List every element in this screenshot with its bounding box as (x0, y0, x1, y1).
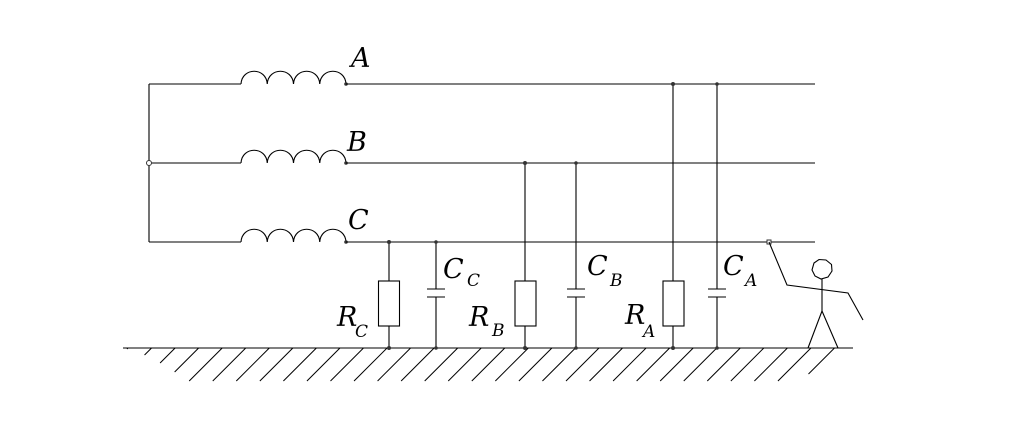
ground-hatch-line (659, 347, 694, 382)
person-arms (768, 241, 864, 321)
ground-hatch-line (306, 347, 341, 382)
ground-hatch-line (518, 347, 553, 382)
winding-b (240, 149, 347, 164)
ground-hatch-line (447, 347, 482, 382)
ground-hatch-line (400, 347, 435, 382)
ground-hatch-line (565, 347, 600, 382)
phase-label-a: A (348, 43, 371, 74)
capacitor-ca (708, 82, 726, 350)
ground-hatch-line (808, 347, 835, 375)
person-legs (807, 309, 839, 349)
resistor-rb (514, 161, 537, 350)
ground-hatch-line (353, 347, 388, 382)
neutral-terminal (146, 160, 152, 166)
capacitor-cb (567, 161, 585, 350)
ground-hatch-line (612, 347, 647, 382)
ground-hatch-line (330, 347, 364, 382)
ground-hatch-line (706, 347, 741, 382)
ground-hatch-line (730, 347, 765, 382)
ground-hatch-line (126, 347, 129, 350)
ground-hatch-line (636, 347, 671, 382)
ground-hatch-line (283, 347, 317, 382)
capacitor-cc (427, 240, 445, 350)
ground-hatch-line (235, 347, 270, 382)
phase-label-c: C (348, 205, 369, 236)
label-rc: RC (336, 302, 368, 342)
ground-hatch-line (777, 347, 812, 382)
star-point-bus (146, 83, 241, 243)
ground-hatch-line (174, 347, 200, 373)
ground-hatching (126, 347, 835, 382)
ground-hatch-line (589, 347, 623, 382)
ground-hatch-line (471, 347, 506, 382)
label-ca: CA (723, 251, 757, 291)
resistor-rc (377, 240, 401, 350)
ground-hatch-line (683, 347, 718, 382)
ground-hatch-line (494, 347, 529, 382)
ground-hatch-line (377, 347, 411, 382)
person-figure (766, 239, 864, 349)
ground-hatch-line (754, 347, 788, 382)
ground-hatch-line (144, 347, 152, 356)
ground-hatch-line (212, 347, 247, 382)
resistor-ra (662, 82, 685, 350)
ground-hatch-line (159, 347, 176, 364)
winding-a (240, 70, 347, 85)
ground-hatch-line (542, 347, 576, 382)
phase-label-b: B (346, 127, 367, 158)
windings (240, 70, 348, 244)
winding-c (240, 228, 347, 243)
person-head (811, 258, 833, 280)
ground-hatch-line (188, 347, 223, 382)
ground (123, 347, 853, 382)
ground-hatch-line (424, 347, 459, 382)
ground-hatch-line (259, 347, 294, 382)
